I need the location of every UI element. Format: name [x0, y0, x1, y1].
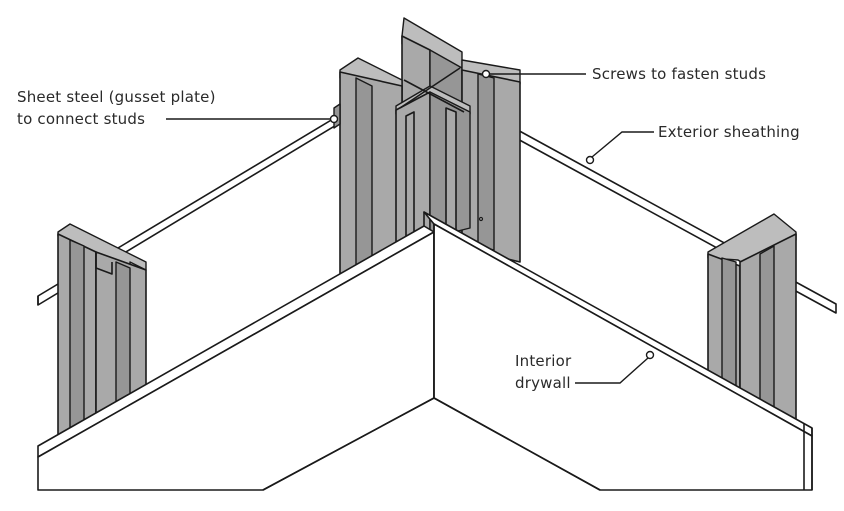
corner-stud-assembly: [333, 17, 521, 275]
exterior-leader-line: [591, 131, 654, 158]
exterior-label: Exterior sheathing: [658, 123, 800, 141]
interior-marker-dot: [645, 350, 655, 360]
callout-gusset-plate: Sheet steel (gusset plate) to connect st…: [17, 88, 339, 128]
interior-label-line1: Interior: [515, 352, 572, 370]
callout-interior-drywall: Interior drywall: [515, 350, 655, 392]
interior-leader-line: [575, 357, 649, 384]
gusset-label-line1: Sheet steel (gusset plate): [17, 88, 216, 106]
interior-label-line2: drywall: [515, 374, 571, 392]
screws-marker-dot: [481, 69, 491, 79]
gusset-marker-dot: [329, 114, 339, 124]
left-stud: [57, 223, 147, 437]
exterior-marker-dot: [585, 155, 595, 165]
screws-label: Screws to fasten studs: [592, 65, 766, 83]
callout-screws: Screws to fasten studs: [481, 65, 766, 83]
callout-exterior-sheathing: Exterior sheathing: [585, 123, 800, 165]
gusset-label-line2: to connect studs: [17, 110, 145, 128]
interior-drywall: [37, 211, 813, 491]
right-stud: [707, 213, 797, 421]
